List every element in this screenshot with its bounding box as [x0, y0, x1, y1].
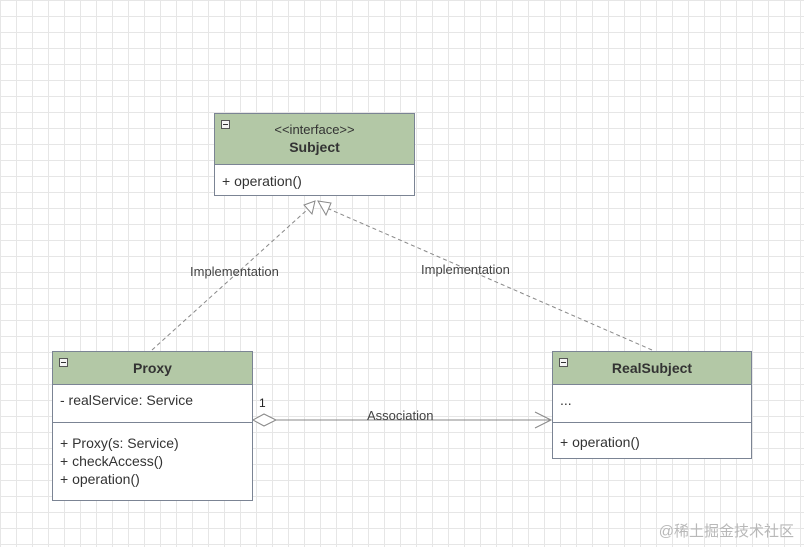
association-label: Association [367, 408, 434, 423]
subject-operations: + operation() [215, 165, 414, 196]
realsubject-class-name: RealSubject [611, 360, 693, 376]
proxy-class[interactable]: Proxy - realService: Service + Proxy(s: … [52, 351, 253, 501]
subject-stereotype: <<interface>> [274, 122, 355, 137]
operation-item: + Proxy(s: Service) [60, 435, 179, 451]
proxy-class-name: Proxy [133, 360, 172, 376]
operation-item: + operation() [60, 471, 140, 487]
realsubject-attributes: ... [553, 385, 751, 423]
realsubject-implementation-line [328, 208, 653, 351]
collapse-icon[interactable] [59, 358, 68, 367]
proxy-implementation-line [151, 208, 309, 351]
subject-class[interactable]: <<interface>> Subject + operation() [214, 113, 415, 196]
association-multiplicity: 1 [259, 396, 266, 410]
proxy-attributes: - realService: Service [53, 385, 252, 423]
aggregation-diamond [251, 413, 278, 427]
operation-item: + checkAccess() [60, 453, 164, 469]
attribute-item: ... [560, 392, 572, 408]
subject-header: <<interface>> Subject [215, 114, 414, 165]
attribute-item: - realService: Service [60, 392, 194, 408]
operation-item: + operation() [560, 434, 640, 450]
realsubject-implementation-arrowhead [317, 200, 332, 217]
collapse-icon[interactable] [221, 120, 230, 129]
subject-class-name: Subject [289, 139, 340, 155]
realsubject-header: RealSubject [553, 352, 751, 385]
proxy-operations: + Proxy(s: Service) + checkAccess() + op… [53, 423, 252, 494]
operation-item: + operation() [222, 173, 302, 189]
proxy-implementation-label: Implementation [190, 264, 279, 279]
realsubject-operations: + operation() [553, 423, 751, 457]
realsubject-implementation-label: Implementation [421, 262, 510, 277]
proxy-header: Proxy [53, 352, 252, 385]
collapse-icon[interactable] [559, 358, 568, 367]
watermark: @稀土掘金技术社区 [658, 523, 794, 540]
realsubject-class[interactable]: RealSubject ... + operation() [552, 351, 752, 459]
proxy-implementation-arrowhead [303, 200, 316, 216]
association-arrowhead [534, 411, 553, 429]
